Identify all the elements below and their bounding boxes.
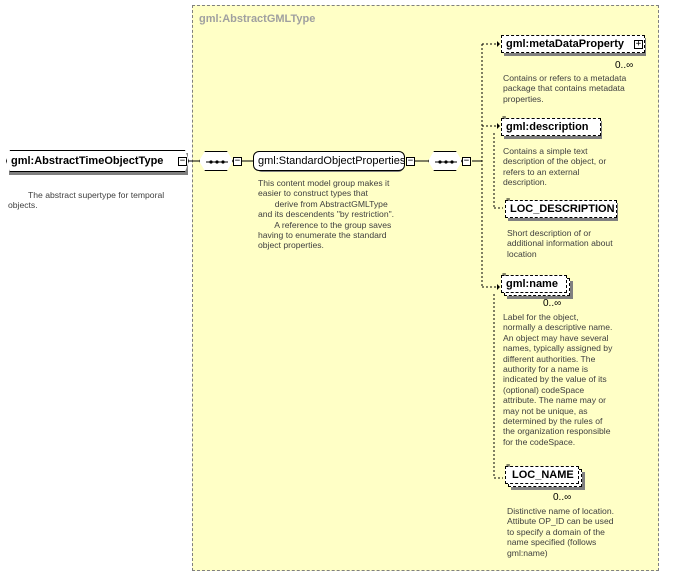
description-note-line: description of the object, or (503, 156, 607, 167)
group-collapse-toggle[interactable]: − (406, 156, 415, 166)
loc-name-note-line: gml:name) (507, 547, 548, 558)
description-label: gml:description (506, 121, 589, 133)
description-element[interactable]: gml:description (501, 118, 601, 136)
name-note-line: determined by the rules of (503, 416, 603, 427)
name-note-line: Label for the object, (503, 312, 579, 322)
name-note-line: attribute. The name may or (503, 395, 607, 406)
loc-name-label: LOC_NAME (512, 469, 574, 481)
loc-name-note-line: Distinctive name of location. (507, 506, 614, 516)
group-label: gml:StandardObjectProperties (258, 155, 406, 167)
description-note-line: Contains a simple text (503, 146, 588, 156)
name-note-line: may not be unique, as (503, 405, 588, 416)
standard-object-properties-group[interactable]: gml:StandardObjectProperties (253, 151, 405, 171)
sequence-2-collapse-toggle[interactable]: − (462, 156, 471, 166)
loc-description-note: Short description of or additional infor… (507, 228, 657, 259)
metadata-multiplicity: 0..∞ (615, 60, 634, 71)
loc-description-element[interactable]: LOC_DESCRIPTION (505, 200, 617, 218)
root-type-label: gml:AbstractTimeObjectType (11, 155, 164, 167)
name-multiplicity: 0..∞ (543, 298, 562, 309)
loc-name-element[interactable]: LOC_NAME (505, 466, 579, 484)
description-note: Contains a simple text description of th… (503, 146, 653, 188)
metadata-expand-toggle[interactable]: + (634, 39, 643, 49)
loc-name-note-line: Attibute OP_ID can be used (507, 516, 614, 527)
name-note-line: for the codeSpace. (503, 436, 576, 447)
name-element[interactable]: gml:name (501, 275, 567, 293)
name-note-line: names, typically assigned by (503, 343, 613, 354)
group-note-line: A reference to the group saves (258, 219, 392, 230)
group-note: This content model group makes it easier… (258, 178, 428, 251)
description-note-line: refers to an external (503, 166, 580, 177)
metadata-note-line: properties. (503, 93, 544, 104)
name-note-line: normally a descriptive name. (503, 322, 613, 333)
name-note-line: indicated by the value of its (503, 374, 607, 385)
name-note-line: the organization responsible (503, 426, 611, 437)
loc-name-note-line: to specify a domain of the (507, 526, 605, 537)
loc-name-note: Distinctive name of location. Attibute O… (507, 506, 657, 558)
loc-description-note-line: Short description of or (507, 228, 592, 238)
text-content-icon: ≡ (506, 197, 510, 204)
text-content-icon: ≡ (502, 272, 506, 279)
loc-name-multiplicity: 0..∞ (553, 492, 572, 503)
metadata-property-element[interactable]: gml:metaDataProperty (501, 35, 645, 53)
sequence-1-collapse-toggle[interactable]: − (233, 156, 242, 166)
group-note-line: having to enumerate the standard (258, 230, 387, 241)
root-collapse-toggle[interactable]: − (178, 156, 187, 166)
group-note-line: and its descendents "by restriction". (258, 209, 395, 220)
text-content-icon: ≡ (502, 115, 506, 122)
root-type-box[interactable]: gml:AbstractTimeObjectType (6, 150, 189, 172)
loc-name-note-line: name specified (follows (507, 537, 597, 548)
sequence-icon (200, 152, 234, 172)
sequence-icon (429, 152, 463, 172)
loc-description-note-line: location (507, 248, 537, 259)
loc-description-label: LOC_DESCRIPTION (510, 203, 615, 215)
frame-title: gml:AbstractGMLType (199, 13, 316, 25)
sequence-compositor-1[interactable] (199, 151, 233, 171)
root-note: The abstract supertype for temporal obje… (8, 190, 165, 211)
description-note-line: description. (503, 177, 547, 188)
group-note-line: derive from AbstractGMLType (258, 198, 388, 209)
group-note-line: This content model group makes it (258, 178, 390, 188)
metadata-property-label: gml:metaDataProperty (506, 38, 624, 50)
text-content-icon: ≡ (506, 463, 510, 470)
group-note-line: easier to construct types that (258, 188, 368, 199)
name-note-line: (optional) codeSpace (503, 384, 585, 395)
loc-description-note-line: additional information about (507, 238, 613, 249)
group-note-line: object properties. (258, 240, 324, 251)
sequence-compositor-2[interactable] (428, 151, 462, 171)
metadata-note: Contains or refers to a metadata package… (503, 73, 653, 104)
name-note-line: An object may have several (503, 332, 609, 343)
name-note: Label for the object, normally a descrip… (503, 312, 653, 447)
metadata-note-line: package that contains metadata (503, 83, 625, 94)
name-note-line: different authorities. The (503, 353, 596, 364)
metadata-note-line: Contains or refers to a metadata (503, 73, 627, 83)
name-note-line: authority for a name is (503, 364, 589, 375)
name-label: gml:name (506, 278, 558, 290)
